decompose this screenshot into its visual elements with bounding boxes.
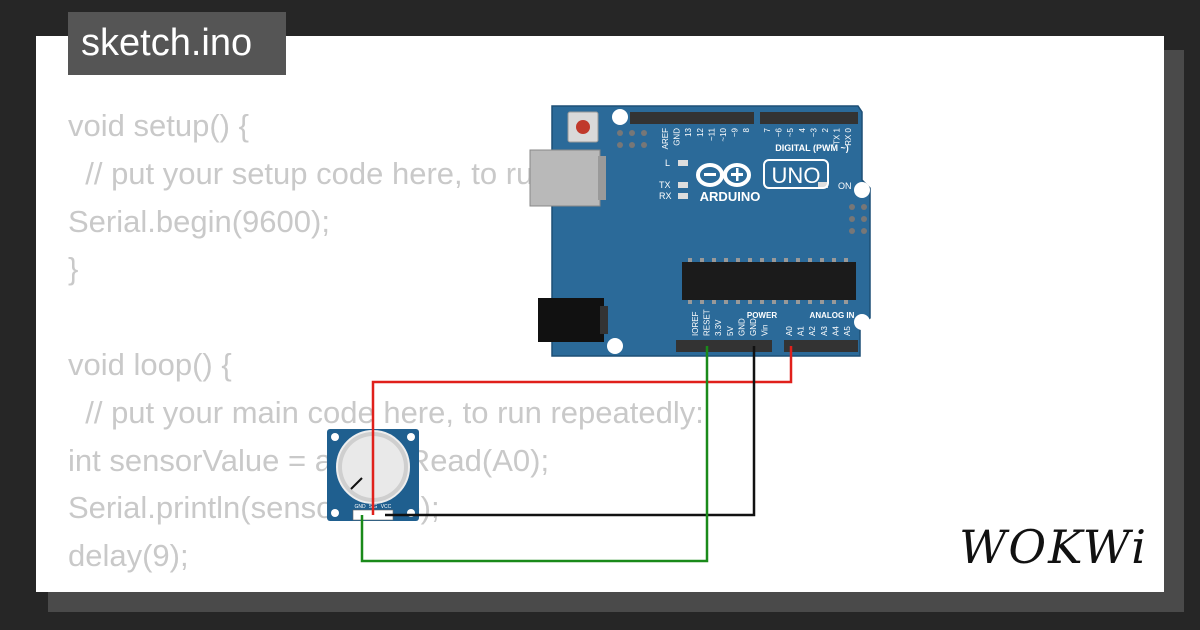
pin-label: A4	[831, 326, 840, 336]
pin-label: Vin	[761, 325, 770, 336]
pin-label: 4	[798, 127, 807, 132]
pin-label: GND	[749, 318, 758, 336]
atmega-chip	[682, 262, 856, 300]
file-tab[interactable]: sketch.ino	[68, 12, 286, 75]
code-line: // put your main code here, to run repea…	[68, 394, 704, 430]
pin-label: 2	[821, 127, 830, 132]
pin-label: 5V	[726, 326, 735, 336]
pin-label: A5	[843, 326, 852, 336]
pin-label: 3.3V	[714, 319, 723, 336]
board-model-label: UNO	[772, 163, 821, 188]
pin-label: RX 0	[844, 127, 853, 145]
pin-label: 7	[763, 127, 772, 132]
arduino-infinity-icon	[696, 163, 751, 187]
pin-label: A0	[785, 326, 794, 336]
pin-label: A1	[797, 326, 806, 336]
l-led-label: L	[665, 158, 670, 168]
board-brand-label: ARDUINO	[700, 189, 761, 204]
wokwi-logo: WOKWi	[959, 520, 1148, 574]
pot-pin-label: GND	[354, 504, 366, 510]
power-label: POWER	[747, 311, 777, 320]
pin-label: IOREF	[691, 311, 700, 336]
pin-label: ~9	[731, 127, 740, 137]
pot-pin-label: VCC	[381, 504, 392, 510]
code-line: void setup() {	[68, 108, 249, 143]
tx-led-label: TX	[659, 180, 671, 190]
digital-header	[630, 112, 754, 124]
analog-label: ANALOG IN	[810, 311, 855, 320]
pin-label: 13	[684, 127, 693, 136]
pin-label: ~6	[775, 127, 784, 137]
pin-label: 8	[742, 127, 751, 132]
code-line: delay(9);	[68, 538, 189, 574]
analog-header	[784, 340, 858, 352]
pin-label: AREF	[661, 128, 670, 149]
pin-label: GND	[673, 128, 682, 146]
wire-gnd[interactable]	[385, 346, 756, 517]
arduino-uno-board[interactable]: UNO ARDUINO DIGITAL (PWM ~) ON L TX RX P…	[529, 105, 871, 357]
wire-vcc[interactable]	[371, 346, 793, 515]
code-line: }	[68, 580, 704, 592]
pin-label: 12	[696, 127, 705, 136]
digital-header-label: DIGITAL (PWM ~)	[775, 143, 848, 153]
code-line: }	[68, 251, 79, 287]
code-line: void loop() {	[68, 346, 232, 382]
code-line: Serial.begin(9600);	[68, 203, 330, 239]
pin-label: TX 1	[833, 127, 842, 144]
wire-signal[interactable]	[360, 346, 709, 563]
usb-connector	[529, 149, 601, 207]
power-header	[676, 340, 772, 352]
pin-label: ~11	[707, 127, 716, 141]
on-led-label: ON	[838, 181, 852, 191]
power-jack	[538, 298, 604, 342]
pin-label: ~10	[719, 127, 728, 141]
pin-label: ~5	[786, 127, 795, 137]
pin-label: A2	[808, 326, 817, 336]
pin-label: RESET	[703, 309, 712, 336]
pin-label: ~3	[809, 127, 818, 137]
pin-label: GND	[737, 318, 746, 336]
pin-label: A3	[820, 326, 829, 336]
rx-led-label: RX	[659, 191, 672, 201]
